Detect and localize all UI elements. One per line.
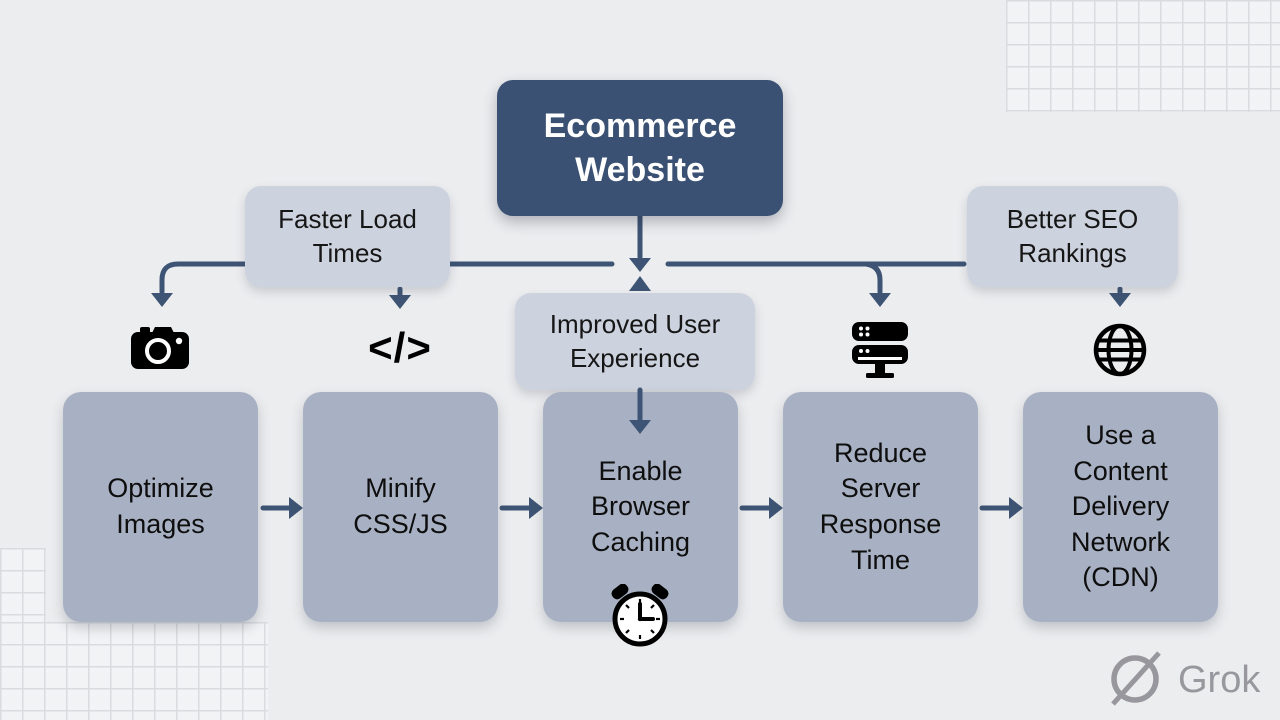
node-faster-load-times: Faster Load Times bbox=[245, 186, 450, 287]
globe-icon bbox=[1092, 322, 1148, 378]
code-icon: </> bbox=[368, 324, 432, 371]
node-optimize-images: Optimize Images bbox=[63, 392, 258, 622]
grok-watermark: Grok bbox=[1106, 650, 1260, 711]
node-use-cdn: Use a Content Delivery Network (CDN) bbox=[1023, 392, 1218, 622]
node-better-seo-rankings: Better SEO Rankings bbox=[967, 186, 1178, 287]
node-minify-css-js: Minify CSS/JS bbox=[303, 392, 498, 622]
node-ecommerce-website: Ecommerce Website bbox=[497, 80, 783, 216]
alarm-clock-icon bbox=[607, 584, 673, 648]
server-icon bbox=[850, 321, 910, 379]
node-improved-user-experience: Improved User Experience bbox=[515, 293, 755, 390]
camera-icon bbox=[131, 325, 189, 371]
grok-logo-icon bbox=[1106, 650, 1164, 711]
node-reduce-server-response-time: Reduce Server Response Time bbox=[783, 392, 978, 622]
grok-watermark-label: Grok bbox=[1178, 659, 1261, 701]
grid-pattern-top-right bbox=[1006, 0, 1280, 112]
grid-pattern-bottom-left bbox=[0, 622, 268, 720]
